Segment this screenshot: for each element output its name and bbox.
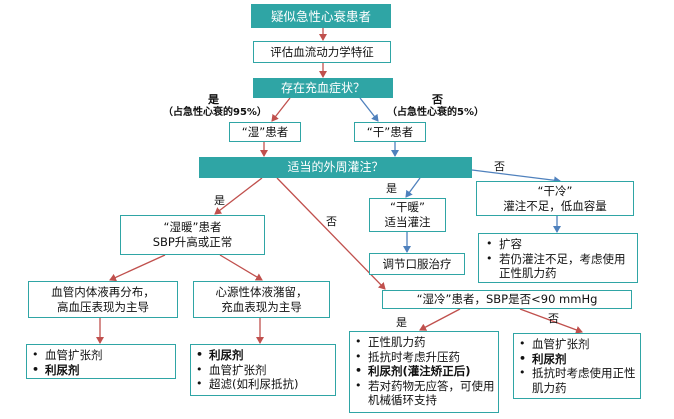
edge-label-no-sbp: 否 (548, 312, 559, 325)
wet-cold-no-treatment-list: 血管扩张剂利尿剂抵抗时考虑使用正性肌力药 (513, 333, 641, 399)
edge-label-no-congestion-note: （占急性心衰的5%） (387, 107, 484, 118)
edge-label-no-wet-cold: 否 (326, 215, 337, 228)
arrow-no-wet-cold (276, 177, 386, 290)
wet-cold-no-treatment-items: 血管扩张剂利尿剂抵抗时考虑使用正性肌力药 (516, 337, 638, 395)
treatment-item: 血管扩张剂 (193, 363, 333, 378)
node-dry-cold-line1: “干冷” (537, 183, 573, 198)
node-oral-adjust-text: 调节口服治疗 (382, 256, 452, 271)
arrow-redistribution (109, 254, 166, 282)
node-cardiogenic-line2: 充血表现为主导 (221, 299, 302, 314)
wet-cold-yes-treatment-list: 正性肌力药抵抗时考虑升压药利尿剂(灌注矫正后)若对药物无应答，可使用机械循环支持 (349, 331, 499, 413)
dry-cold-treatment-items: 扩容若仍灌注不足，考虑使用正性肌力药 (483, 237, 633, 281)
node-wet-warm-line2: SBP升高或正常 (152, 235, 233, 249)
node-dry-warm: “干暖” 适当灌注 (369, 198, 446, 232)
wet-cold-yes-treatment-items: 正性肌力药抵抗时考虑升压药利尿剂(灌注矫正后)若对药物无应答，可使用机械循环支持 (352, 335, 496, 408)
treatment-item: 抵抗时考虑使用正性肌力药 (516, 366, 638, 395)
node-dry-warm-line2: 适当灌注 (384, 215, 431, 229)
node-redistribution-line2: 高血压表现为主导 (57, 299, 149, 314)
redistribution-treatment-items: 血管扩张剂利尿剂 (29, 348, 173, 377)
node-dry-patient-text: “干”患者 (366, 124, 414, 139)
node-wet-patient-text: “湿”患者 (241, 124, 289, 139)
arrow-wet-cold-no (519, 308, 583, 334)
arrow-no-dry-cold (471, 169, 561, 185)
arrow-yes-wet (271, 97, 291, 122)
node-redistribution-line1: 血管内体液再分布， (51, 284, 155, 299)
node-dry-patient: “干”患者 (354, 122, 426, 142)
node-start: 疑似急性心衰患者 (251, 4, 391, 28)
edge-label-yes-dry-warm: 是 (386, 182, 397, 195)
node-oral-adjust: 调节口服治疗 (369, 253, 465, 275)
redistribution-treatment-list: 血管扩张剂利尿剂 (26, 344, 176, 379)
arrow-yes-dry-warm (405, 177, 421, 198)
arrow-no-dry (359, 97, 379, 122)
treatment-item: 血管扩张剂 (29, 348, 173, 363)
node-congestion-question: 存在充血症状？ (253, 78, 393, 98)
edge-label-yes-congestion-note: （占急性心衰的95%） (163, 107, 267, 118)
node-cardiogenic-line1: 心源性体液潴留， (215, 284, 308, 299)
arrow-yes-wet-warm (214, 177, 263, 215)
node-redistribution: 血管内体液再分布， 高血压表现为主导 (28, 281, 178, 318)
node-assess: 评估血流动力学特征 (253, 41, 391, 63)
node-wet-cold-text: “湿冷”患者，SBP是否<90 mmHg (416, 292, 598, 306)
node-dry-cold: “干冷” 灌注不足，低血容量 (476, 181, 634, 216)
treatment-item: 扩容 (483, 237, 633, 252)
node-perfusion-question: 适当的外周灌注？ (199, 157, 472, 178)
node-wet-warm-line1: “湿暖”患者 (163, 220, 222, 234)
node-cardiogenic: 心源性体液潴留， 充血表现为主导 (193, 281, 330, 318)
edge-label-yes-sbp: 是 (396, 316, 407, 329)
node-wet-warm: “湿暖”患者 SBP升高或正常 (120, 215, 265, 255)
treatment-item: 利尿剂 (29, 363, 173, 378)
treatment-item: 若对药物无应答，可使用机械循环支持 (352, 379, 496, 408)
treatment-item: 利尿剂(灌注矫正后) (352, 364, 496, 379)
treatment-item: 利尿剂 (516, 352, 638, 367)
cardiogenic-treatment-list: 利尿剂血管扩张剂超滤(如利尿抵抗) (190, 344, 336, 396)
node-congestion-question-text: 存在充血症状？ (280, 80, 365, 95)
edge-label-no-dry-cold: 否 (494, 160, 505, 173)
node-dry-warm-line1: “干暖” (390, 200, 425, 214)
treatment-item: 抵抗时考虑升压药 (352, 350, 496, 365)
node-assess-text: 评估血流动力学特征 (270, 44, 374, 59)
arrow-cardiogenic (219, 254, 263, 281)
arrow-wet-cold-yes (419, 308, 461, 331)
node-start-text: 疑似急性心衰患者 (270, 8, 371, 24)
edge-label-yes-congestion: 是 (208, 93, 219, 106)
edge-label-yes-wet-warm: 是 (214, 194, 225, 207)
dry-cold-treatment-list: 扩容若仍灌注不足，考虑使用正性肌力药 (478, 233, 638, 283)
node-dry-cold-line2: 灌注不足，低血容量 (503, 198, 607, 213)
cardiogenic-treatment-items: 利尿剂血管扩张剂超滤(如利尿抵抗) (193, 348, 333, 392)
treatment-item: 血管扩张剂 (516, 337, 638, 352)
node-wet-patient: “湿”患者 (229, 122, 301, 142)
node-wet-cold: “湿冷”患者，SBP是否<90 mmHg (382, 290, 632, 309)
node-perfusion-question-text: 适当的外周灌注？ (287, 160, 384, 174)
treatment-item: 正性肌力药 (352, 335, 496, 350)
treatment-item: 超滤(如利尿抵抗) (193, 377, 333, 392)
treatment-item: 利尿剂 (193, 348, 333, 363)
edge-label-no-congestion: 否 (432, 93, 443, 106)
treatment-item: 若仍灌注不足，考虑使用正性肌力药 (483, 252, 633, 281)
